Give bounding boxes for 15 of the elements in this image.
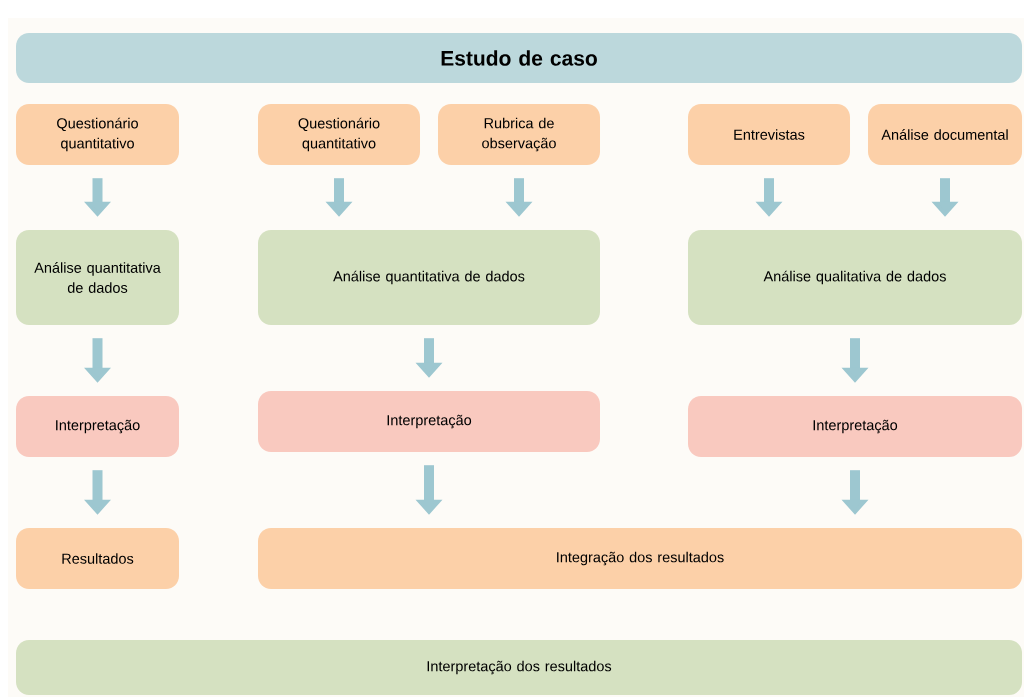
results-box: Integração dos resultados xyxy=(258,528,1022,589)
interpretation-box: Interpretação xyxy=(16,396,179,457)
method-box: Entrevistas xyxy=(688,104,850,165)
method-box: Questionário quantitativo xyxy=(258,104,420,165)
analysis-box: Análise quantitativa de dados xyxy=(16,230,179,325)
interpretation-box: Interpretação xyxy=(688,396,1022,457)
results-box: Resultados xyxy=(16,528,179,589)
final-band: Interpretação dos resultados xyxy=(16,640,1022,695)
method-box: Análise documental xyxy=(868,104,1022,165)
analysis-box: Análise quantitativa de dados xyxy=(258,230,600,325)
analysis-box: Análise qualitativa de dados xyxy=(688,230,1022,325)
method-box: Rubrica de observação xyxy=(438,104,600,165)
interpretation-box: Interpretação xyxy=(258,391,600,452)
method-box: Questionário quantitativo xyxy=(16,104,179,165)
heading-band: Estudo de caso xyxy=(16,33,1022,83)
